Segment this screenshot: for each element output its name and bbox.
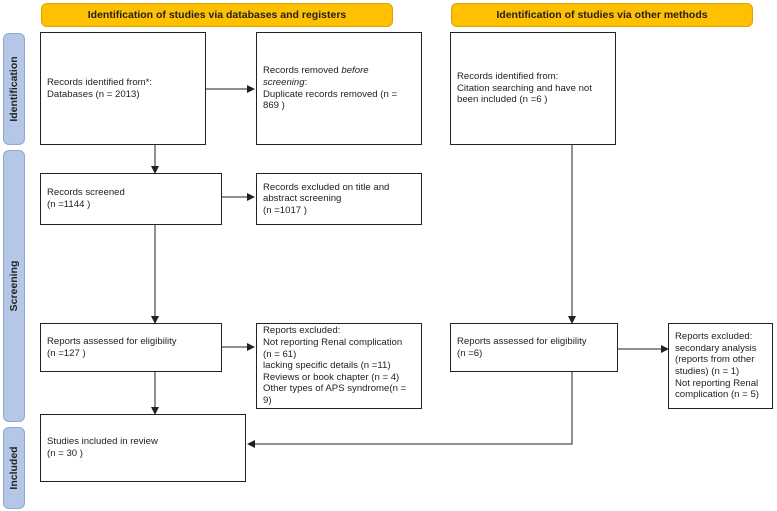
arrow-other-assessed-to-included bbox=[247, 372, 573, 448]
text-line: Records excluded on title and bbox=[263, 181, 390, 193]
box-records-excluded-title: Records excluded on title and abstract s… bbox=[256, 173, 422, 225]
phase-identification: Identification bbox=[3, 33, 25, 145]
text-line: Citation searching and have not bbox=[457, 82, 592, 94]
text-fragment: : bbox=[304, 76, 308, 88]
text-emphasis: before bbox=[341, 65, 369, 77]
box-records-identified-databases: Records identified from*: Databases (n =… bbox=[40, 32, 206, 145]
text-line: complication (n = 5) bbox=[675, 389, 759, 401]
text-line: abstract screening bbox=[263, 193, 342, 205]
text-line: Studies included in review bbox=[47, 436, 158, 448]
text-line: Reviews or book chapter (n = 4) bbox=[263, 371, 400, 383]
text-line: 9) bbox=[263, 394, 272, 406]
box-records-removed: Records removed before screening: Duplic… bbox=[256, 32, 422, 145]
text-line: (n = 61) bbox=[263, 348, 297, 360]
box-records-identified-other: Records identified from: Citation search… bbox=[450, 32, 616, 145]
text-line: Records removed before bbox=[263, 65, 415, 77]
box-reports-excluded-other: Reports excluded: secondary analysis (re… bbox=[668, 323, 773, 409]
box-reports-excluded: Reports excluded: Not reporting Renal co… bbox=[256, 323, 422, 409]
text-line: (n =127 ) bbox=[47, 347, 86, 359]
box-studies-included: Studies included in review (n = 30 ) bbox=[40, 414, 246, 482]
box-reports-assessed-other: Reports assessed for eligibility (n =6) bbox=[450, 323, 618, 372]
text-line: Other types of APS syndrome(n = bbox=[263, 383, 407, 395]
text-line: Databases (n = 2013) bbox=[47, 88, 140, 100]
text-line: (reports from other bbox=[675, 354, 755, 366]
text-line: Reports excluded: bbox=[263, 325, 341, 337]
header-other-methods-label: Identification of studies via other meth… bbox=[496, 9, 708, 21]
box-records-screened: Records screened (n =1144 ) bbox=[40, 173, 222, 225]
text-line: Reports excluded: bbox=[675, 331, 753, 343]
text-line: Records identified from: bbox=[457, 71, 559, 83]
text-line: Reports assessed for eligibility bbox=[47, 335, 177, 347]
header-other-methods: Identification of studies via other meth… bbox=[451, 3, 753, 27]
text-line: been included (n =6 ) bbox=[457, 94, 548, 106]
text-line: (n =1144 ) bbox=[47, 199, 91, 210]
text-fragment: Records removed bbox=[263, 65, 342, 77]
text-line: Records screened bbox=[47, 187, 125, 199]
phase-screening: Screening bbox=[3, 150, 25, 422]
text-line: secondary analysis bbox=[675, 342, 757, 354]
text-line: lacking specific details (n =11) bbox=[263, 360, 391, 372]
text-line: studies) (n = 1) bbox=[675, 366, 740, 377]
text-line: screening: bbox=[263, 77, 415, 89]
text-line: Not reporting Renal bbox=[675, 377, 759, 389]
text-line: (n =6) bbox=[457, 347, 483, 359]
text-emphasis: screening bbox=[263, 76, 305, 88]
text-line: 869 ) bbox=[263, 100, 285, 112]
text-line: Records identified from*: bbox=[47, 76, 153, 88]
text-line: Reports assessed for eligibility bbox=[457, 335, 587, 347]
text-line: (n =1017 ) bbox=[263, 204, 308, 216]
phase-included: Included bbox=[3, 427, 25, 509]
header-databases-label: Identification of studies via databases … bbox=[87, 9, 347, 21]
text-line: (n = 30 ) bbox=[47, 448, 83, 459]
box-reports-assessed-databases: Reports assessed for eligibility (n =127… bbox=[40, 323, 222, 372]
header-databases: Identification of studies via databases … bbox=[41, 3, 393, 27]
text-line: Duplicate records removed (n = bbox=[263, 88, 398, 100]
text-line: Not reporting Renal complication bbox=[263, 337, 403, 349]
